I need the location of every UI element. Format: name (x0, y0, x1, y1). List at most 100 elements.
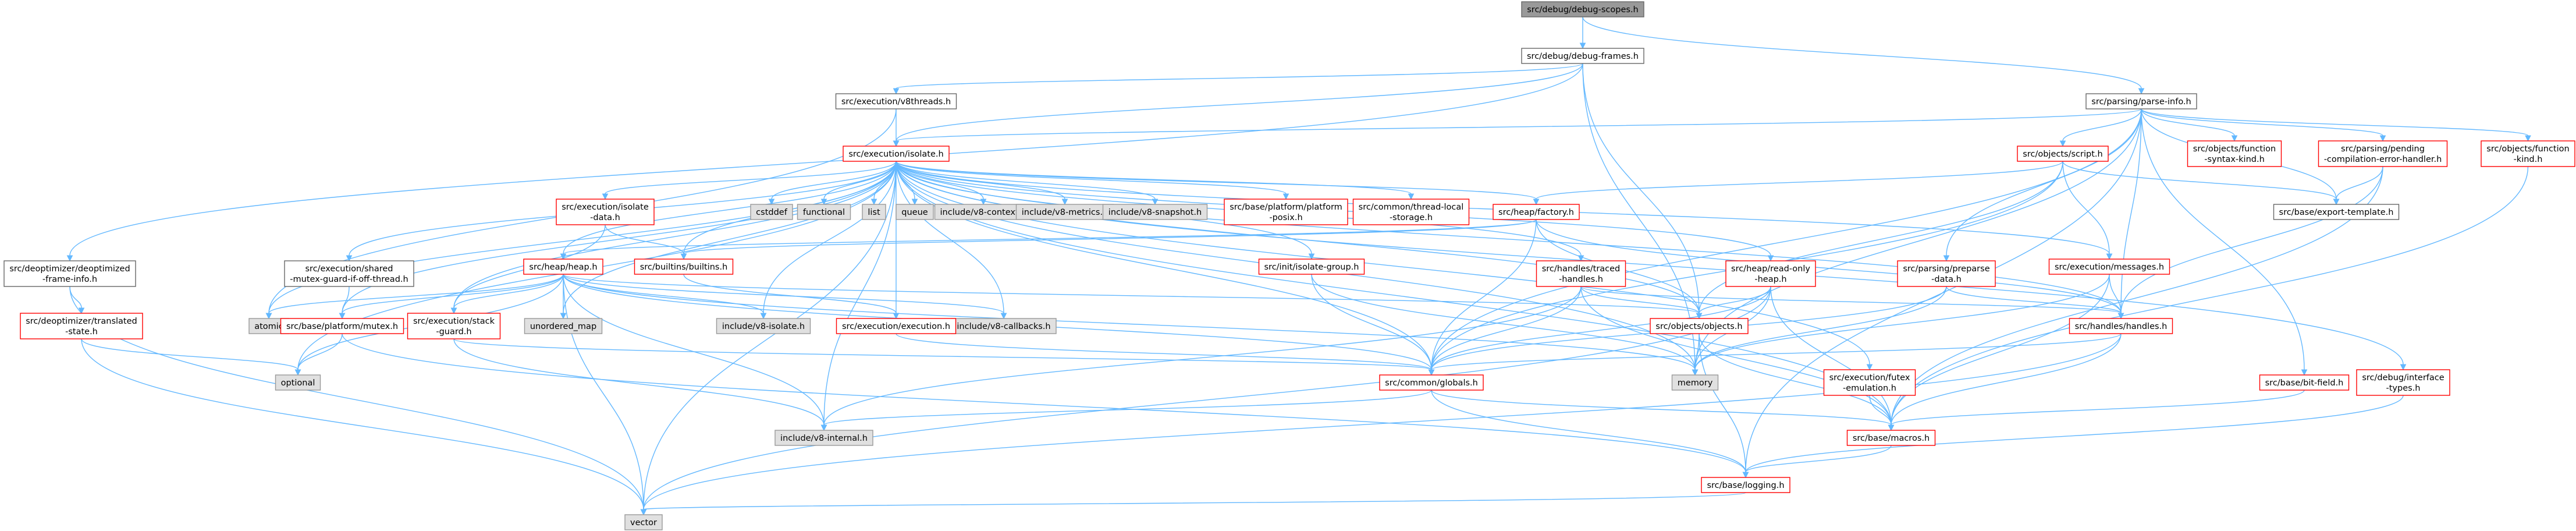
edge-n38-n43 (896, 333, 1435, 376)
edge-line (896, 161, 1870, 365)
node-n13[interactable]: include/v8-context.h (934, 204, 1033, 220)
node-n2[interactable]: src/deoptimizer/deoptimized-frame-info.h (3, 260, 136, 287)
node-n20[interactable]: src/heap/factory.h (1493, 204, 1580, 220)
node-n39[interactable]: src/objects/objects.h (1650, 318, 1749, 334)
edge-n26-n31 (2062, 161, 2113, 260)
node-n34[interactable]: src/base/platform/mutex.h (280, 318, 404, 334)
node-n14[interactable]: include/v8-metrics.h (1015, 204, 1114, 220)
edge-line (2336, 166, 2383, 200)
node-label: -data.h (590, 213, 620, 222)
node-n22[interactable]: src/init/isolate-group.h (1258, 259, 1365, 275)
node-n4[interactable]: vector (624, 514, 663, 530)
arrow-head-icon (1767, 255, 1774, 262)
node-n0[interactable]: src/debug/debug-scopes.h (1521, 1, 1644, 17)
edge-n2-n3 (69, 286, 85, 314)
edge-line (896, 63, 1583, 89)
edge-n40-n48 (1888, 333, 2122, 431)
node-label: src/execution/execution.h (842, 322, 950, 331)
node-label: src/debug/interface (2362, 373, 2444, 383)
edge-n20-n23 (560, 219, 1537, 260)
node-n44[interactable]: src/execution/futex-emulation.h (1823, 369, 1916, 396)
node-label: include/v8-snapshot.h (1108, 208, 1202, 217)
node-n23[interactable]: src/heap/heap.h (523, 259, 603, 275)
node-n5[interactable]: src/execution/v8threads.h (835, 93, 957, 109)
node-n7[interactable]: src/parsing/parse-info.h (2085, 93, 2197, 109)
edge-line (896, 161, 1004, 314)
node-n30[interactable]: src/base/export-template.h (2273, 204, 2400, 220)
node-n18[interactable]: src/execution/isolate-data.h (556, 199, 655, 225)
node-n31[interactable]: src/execution/messages.h (2048, 259, 2170, 275)
node-box (1536, 260, 1626, 287)
node-n12[interactable]: queue (896, 204, 934, 220)
node-n10[interactable]: functional (797, 204, 851, 220)
node-n25[interactable]: src/heap/read-only-heap.h (1725, 260, 1816, 287)
edge-n0-n7 (1582, 16, 2145, 95)
edge-line (1536, 219, 2122, 314)
node-n47[interactable]: include/v8-internal.h (774, 430, 873, 446)
node-box (843, 146, 950, 162)
node-n49[interactable]: src/base/logging.h (1701, 477, 1790, 493)
node-n41[interactable]: optional (275, 374, 321, 391)
node-n27[interactable]: src/objects/function-syntax-kind.h (2187, 140, 2282, 167)
node-n35[interactable]: src/execution/stack-guard.h (407, 313, 501, 339)
edge-n23-n37 (563, 274, 1007, 320)
node-n45[interactable]: src/base/bit-field.h (2259, 374, 2350, 391)
edge-n35-n47 (453, 338, 827, 431)
node-n46[interactable]: src/debug/interface-types.h (2356, 369, 2450, 396)
edge-line (563, 161, 897, 314)
node-n37[interactable]: include/v8-callbacks.h (951, 318, 1057, 334)
node-n43[interactable]: src/common/globals.h (1379, 374, 1484, 391)
node-n24[interactable]: src/handles/traced-handles.h (1536, 260, 1626, 287)
node-box (1521, 1, 1644, 17)
node-label: src/debug/debug-scopes.h (1527, 5, 1639, 15)
edge-n23-n36 (563, 274, 767, 320)
node-n6[interactable]: src/execution/isolate.h (843, 146, 950, 162)
node-box (407, 313, 501, 339)
edge-n7-n6 (893, 108, 2142, 147)
edge-line (1311, 274, 1432, 370)
edge-n31-n48 (1888, 274, 2110, 431)
edge-n24-n47 (820, 286, 1582, 431)
node-n1[interactable]: src/debug/debug-frames.h (1521, 48, 1644, 64)
node-n29[interactable]: src/objects/function-kind.h (2481, 140, 2575, 167)
edge-line (2062, 108, 2142, 141)
arrow-head-icon (768, 199, 775, 206)
node-label: src/objects/function (2486, 144, 2569, 154)
node-n3[interactable]: src/deoptimizer/translated-state.h (20, 313, 143, 339)
edge-line (1580, 286, 1700, 314)
node-n17[interactable]: src/common/thread-local-storage.h (1352, 199, 1470, 225)
node-n32[interactable]: src/parsing/preparse-data.h (1897, 260, 1996, 287)
node-n26[interactable]: src/objects/script.h (2017, 146, 2109, 162)
node-n48[interactable]: src/base/macros.h (1846, 430, 1936, 446)
edge-n25-n48 (1770, 286, 1895, 431)
edge-line (563, 274, 1700, 314)
arrow-head-icon (450, 307, 457, 314)
arrow-head-icon (820, 424, 827, 431)
node-label: src/objects/objects.h (1655, 322, 1742, 331)
node-label: -mutex-guard-if-off-thread.h (290, 275, 408, 284)
edge-n6-n13 (896, 161, 987, 206)
edge-line (563, 274, 1004, 314)
edge-line (1431, 219, 1537, 370)
node-n36[interactable]: include/v8-isolate.h (716, 318, 811, 334)
node-n40[interactable]: src/handles/handles.h (2069, 318, 2173, 334)
node-n11[interactable]: list (862, 204, 886, 220)
node-box (1846, 430, 1936, 446)
node-box (862, 204, 886, 220)
node-n16[interactable]: src/base/platform/platform-posix.h (1224, 199, 1348, 225)
edge-n46-n49 (1742, 395, 2404, 479)
node-n15[interactable]: include/v8-snapshot.h (1102, 204, 1208, 220)
node-label: vector (630, 518, 657, 528)
node-n19[interactable]: src/execution/shared-mutex-guard-if-off-… (284, 260, 414, 287)
node-n28[interactable]: src/parsing/pending-compilation-error-ha… (2318, 140, 2448, 167)
arrow-head-icon (1742, 472, 1749, 479)
node-n33[interactable]: unordered_map (524, 318, 603, 334)
node-n38[interactable]: src/execution/execution.h (836, 318, 957, 334)
edge-n49-n4 (640, 492, 1746, 516)
node-n21[interactable]: src/builtins/builtins.h (634, 259, 734, 275)
node-n42[interactable]: memory (1671, 374, 1719, 391)
edge-line (823, 161, 897, 426)
node-box (1102, 204, 1208, 220)
node-label: src/execution/stack (413, 317, 495, 326)
node-n9[interactable]: cstddef (750, 204, 793, 220)
